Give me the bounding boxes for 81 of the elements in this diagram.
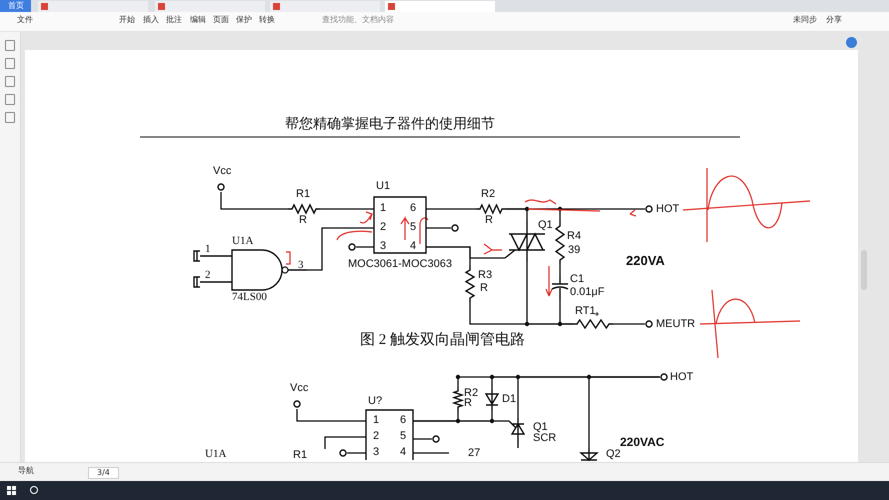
share-link: 分享: [826, 16, 842, 24]
wire: [559, 264, 561, 274]
component-label: Q1: [538, 220, 553, 231]
component-label: R1: [296, 189, 310, 200]
component-label: R: [299, 215, 307, 226]
component-label: D1: [502, 394, 516, 405]
wire: [426, 246, 471, 266]
wire: [220, 192, 288, 210]
pin-number: 4: [410, 241, 416, 252]
sync-status: 未同步: [793, 16, 817, 24]
wire: [413, 438, 432, 440]
wire: [559, 300, 573, 325]
pin-number: 2: [380, 222, 386, 233]
terminal-label: Vcc: [213, 166, 232, 177]
wire: [588, 376, 660, 448]
component-label: R4: [567, 231, 582, 242]
menu-item: 批注: [166, 16, 182, 24]
navigation-label: 导航: [18, 467, 34, 475]
component-label: R1: [293, 450, 308, 461]
part-number-label: MOC3061-MOC3063: [348, 259, 452, 270]
pin-number: 6: [400, 415, 406, 426]
page-number-field: 3/4: [88, 467, 119, 479]
terminal-label: HOT: [656, 204, 680, 215]
pin-number: 4: [400, 447, 406, 458]
pin-number: 3: [298, 260, 304, 271]
component-label: R2: [481, 189, 496, 200]
pin-number: 6: [410, 203, 416, 214]
pin-number: 3: [380, 241, 386, 252]
component-label: Q2: [606, 449, 621, 460]
wire: [296, 409, 366, 422]
menu-item: 开始: [119, 16, 135, 24]
component-label: U1A: [205, 449, 226, 460]
component-label: R: [480, 283, 488, 294]
page-header: 帮您精确掌握电子器件的使用细节: [285, 118, 495, 132]
wire: [426, 208, 476, 210]
pin-number: 5: [400, 431, 406, 442]
terminal-label: HOT: [670, 372, 694, 383]
voltage-label: 220VA: [626, 254, 665, 267]
figure-caption: 图 2 触发双向晶闸管电路: [360, 333, 525, 348]
component-label: SCR: [533, 433, 556, 444]
pin-number: 2: [205, 270, 210, 281]
component-label: U1A: [232, 236, 254, 247]
component-label: 27: [468, 448, 480, 459]
pin-number: 1: [205, 244, 210, 255]
menu-item: 文件: [17, 16, 33, 24]
component-label: RT1: [575, 306, 596, 317]
wire: [356, 246, 374, 248]
menu-item: 页面: [213, 16, 229, 24]
wire: [426, 227, 451, 229]
wire: [320, 208, 374, 210]
component-label: C1: [570, 274, 584, 285]
menu-item: 转换: [259, 16, 275, 24]
component-label: 39: [568, 245, 580, 256]
component-label: 0.01μF: [570, 287, 604, 298]
menu-item: 编辑: [190, 16, 206, 24]
wire: [307, 227, 374, 271]
pin-number: 5: [410, 222, 416, 233]
component-label: U1: [376, 181, 390, 192]
component-label: U?: [368, 396, 382, 407]
tab-title: 首页: [8, 2, 24, 10]
pin-number: 3: [373, 447, 380, 458]
pin-number: 1: [380, 203, 386, 214]
terminal-label: Vcc: [290, 383, 308, 394]
component-label: 74LS00: [232, 292, 267, 303]
wire: [413, 452, 449, 454]
component-label: R: [464, 398, 472, 409]
component-label: R: [485, 215, 493, 226]
component-label: Q1: [533, 422, 548, 433]
voltage-label: 220VAC: [620, 436, 664, 448]
wire: [324, 436, 366, 449]
wire: [347, 452, 366, 454]
pin-number: 1: [373, 415, 380, 426]
menu-item: 插入: [143, 16, 159, 24]
terminal-label: MEUTR: [656, 319, 696, 330]
component-label: R3: [478, 270, 492, 281]
component-label: R2: [464, 388, 478, 399]
wire: [413, 420, 509, 422]
pin-number: 2: [373, 431, 380, 442]
search-hint: 查找功能、文档内容: [322, 16, 394, 24]
menu-item: 保护: [236, 16, 252, 24]
wire: [613, 323, 645, 325]
